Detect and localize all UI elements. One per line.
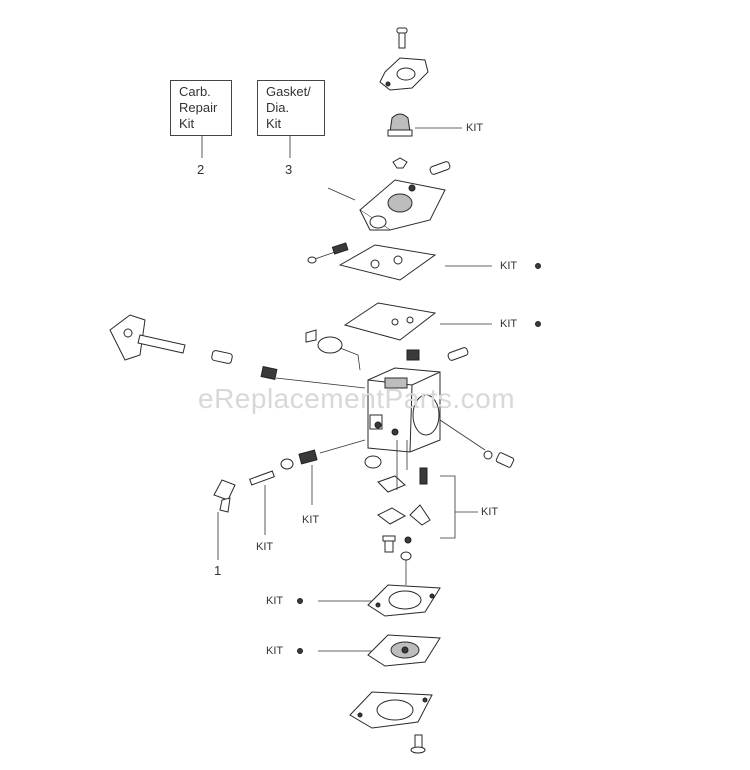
kit-dot-1 bbox=[535, 263, 541, 269]
kit-dot-2 bbox=[535, 321, 541, 327]
kit-label-needle: KIT bbox=[256, 541, 274, 553]
kit-label-bulb: KIT bbox=[466, 122, 484, 134]
carb-repair-line1: Carb. bbox=[179, 84, 211, 99]
gasket-lower bbox=[367, 584, 441, 617]
ref-number-3: 3 bbox=[285, 162, 293, 177]
kit-dot-4 bbox=[297, 648, 303, 654]
ref-number-2: 2 bbox=[197, 162, 205, 177]
lower-washer bbox=[400, 551, 412, 561]
kit-dot-3 bbox=[297, 598, 303, 604]
adjust-screw-upper bbox=[307, 242, 349, 264]
kit-label-spring: KIT bbox=[302, 514, 320, 526]
kit-label-diaphragm-upper: KIT bbox=[500, 318, 518, 330]
metering-spring bbox=[419, 467, 428, 485]
choke-shaft bbox=[109, 314, 278, 380]
carb-repair-line2: Repair bbox=[179, 100, 218, 115]
spring-cap bbox=[406, 349, 420, 361]
bottom-cover bbox=[349, 691, 433, 729]
ref-number-1: 1 bbox=[214, 563, 222, 578]
lower-screw-left bbox=[382, 535, 396, 553]
diaphragm-lower bbox=[367, 634, 441, 667]
inlet-needle bbox=[409, 504, 431, 526]
small-disc bbox=[364, 455, 382, 469]
kit-bracket bbox=[440, 475, 456, 539]
watermark: eReplacementParts.com bbox=[198, 383, 516, 414]
kit-label-needle-group: KIT bbox=[481, 506, 499, 518]
choke-leader bbox=[275, 377, 366, 389]
kit-label-gasket-upper: KIT bbox=[500, 260, 518, 272]
lower-ball bbox=[404, 536, 412, 544]
screw-upper-left bbox=[327, 187, 356, 201]
carb-repair-line3: Kit bbox=[179, 116, 195, 131]
small-cap bbox=[392, 157, 408, 169]
gasket-dia-line3: Kit bbox=[266, 116, 282, 131]
gasket-dia-line2: Dia. bbox=[266, 100, 290, 115]
kit-label-diaphragm-lower: KIT bbox=[266, 645, 284, 657]
gasket-upper bbox=[338, 244, 437, 281]
gasket-dia-line1: Gasket/ bbox=[266, 84, 311, 99]
bottom-screw bbox=[410, 734, 426, 754]
pump-cover bbox=[379, 57, 429, 91]
kit-label-gasket-lower: KIT bbox=[266, 595, 284, 607]
needle-assembly bbox=[213, 439, 366, 513]
carb-repair-kit-box: Carb. Repair Kit bbox=[170, 80, 232, 136]
side-screw-right bbox=[439, 419, 515, 468]
primer-bulb bbox=[387, 113, 413, 137]
lever-parts bbox=[377, 467, 431, 526]
carburetor-body bbox=[367, 367, 441, 453]
top-screw bbox=[396, 27, 408, 49]
fitting-tube-right bbox=[447, 347, 469, 361]
upper-body bbox=[359, 179, 446, 231]
diaphragm-upper bbox=[343, 302, 437, 341]
throttle-plate bbox=[305, 329, 361, 371]
gasket-dia-kit-box: Gasket/ Dia. Kit bbox=[257, 80, 325, 136]
fitting-tube-top bbox=[429, 161, 451, 175]
